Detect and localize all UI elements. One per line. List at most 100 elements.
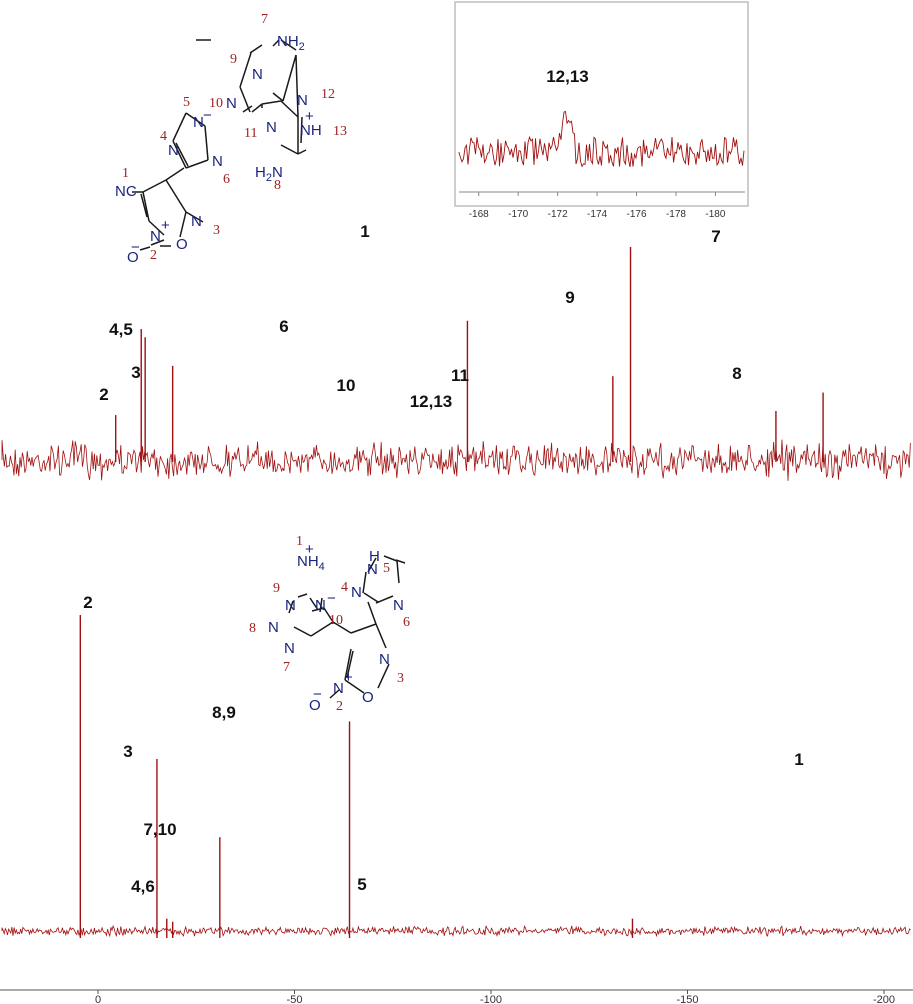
x-axis-ticks: 0-50-100-150-200-250-300-350-400 xyxy=(95,990,895,1004)
bottom-num-10: 10 xyxy=(329,613,343,628)
bottom-h-5: H xyxy=(369,548,380,565)
bottom-num-6: 6 xyxy=(403,615,410,630)
top-n-4: N xyxy=(168,142,179,159)
top-h2n-8: H2N xyxy=(255,164,283,184)
bottom-n-2: N xyxy=(333,680,344,697)
bottom-n-10-charge: − xyxy=(327,590,336,607)
top-label-11: 11 xyxy=(451,366,469,385)
inset-tick-label-4: -176 xyxy=(627,209,647,220)
bottom-o-minus-charge: − xyxy=(313,686,322,703)
bottom-nh4-1: NH4 xyxy=(297,553,325,573)
top-label-4-5: 4,5 xyxy=(109,320,133,339)
top-label-1: 1 xyxy=(360,222,369,241)
bottom-num-2: 2 xyxy=(336,699,343,714)
bottom-n-9: N xyxy=(285,597,296,614)
bottom-n-8: N xyxy=(268,619,279,636)
inset-peak-label: 12,13 xyxy=(546,67,589,86)
top-n-6: N xyxy=(212,153,223,170)
inset-panel: -168 -170 -172 -174 -176 -178 -180 12,13 xyxy=(454,1,749,220)
top-num-4: 4 xyxy=(160,129,167,144)
top-structure-bonds xyxy=(139,39,307,251)
top-spectrum-peaks xyxy=(114,247,824,462)
bottom-n-4: N xyxy=(351,584,362,601)
x-axis: 0-50-100-150-200-250-300-350-400 xyxy=(0,989,913,1004)
bottom-spectrum-baseline xyxy=(1,924,911,938)
top-num-11: 11 xyxy=(244,126,257,141)
bottom-molecule-structure: NH4 + H N N N N N − N N N O N + O − 1 5 … xyxy=(249,534,410,714)
x-axis-tick-label-1: -50 xyxy=(287,994,303,1004)
bottom-n-10: N xyxy=(315,597,326,614)
top-o-minus: O xyxy=(127,249,139,266)
top-num-3: 3 xyxy=(213,223,220,238)
top-n-5: N xyxy=(193,114,204,131)
top-num-7: 7 xyxy=(261,12,268,27)
bottom-label-8-9: 8,9 xyxy=(212,703,236,722)
top-n-12: N xyxy=(297,92,308,109)
top-n-5-charge: − xyxy=(203,107,212,124)
bottom-o-minus: O xyxy=(309,697,321,714)
top-num-8: 8 xyxy=(274,178,281,193)
top-o-ring: O xyxy=(176,236,188,253)
inset-tick-label-1: -170 xyxy=(508,209,528,220)
top-molecule-structure: NH2 N N N N NH + H2N N − N N NC N O N + … xyxy=(115,12,347,266)
x-axis-tick-label-3: -150 xyxy=(676,994,698,1004)
x-axis-tick-label-4: -200 xyxy=(873,994,895,1004)
top-label-12-13: 12,13 xyxy=(410,392,453,411)
bottom-label-5: 5 xyxy=(357,875,366,894)
bottom-num-5: 5 xyxy=(383,561,390,576)
top-nh-13-charge: + xyxy=(305,108,314,125)
top-num-5: 5 xyxy=(183,95,190,110)
top-label-8: 8 xyxy=(732,364,741,383)
top-label-7: 7 xyxy=(711,227,720,246)
bottom-num-4: 4 xyxy=(341,580,348,595)
bottom-structure-bonds xyxy=(288,555,406,699)
bottom-nh4-charge: + xyxy=(305,541,314,558)
inset-tick-label-0: -168 xyxy=(469,209,489,220)
top-label-2: 2 xyxy=(99,385,108,404)
top-peak-labels: 2 4,5 3 6 10 1 12,13 11 9 7 8 xyxy=(99,222,741,411)
top-nc-1: NC xyxy=(115,183,137,200)
top-label-10: 10 xyxy=(337,376,356,395)
top-label-6: 6 xyxy=(279,317,288,336)
top-num-10: 10 xyxy=(209,96,223,111)
bottom-label-1: 1 xyxy=(794,750,803,769)
top-num-13: 13 xyxy=(333,124,347,139)
inset-tick-label-2: -172 xyxy=(548,209,568,220)
top-n-9: N xyxy=(252,66,263,83)
bottom-peak-labels: 2 3 4,6 7,10 8,9 5 1 xyxy=(83,593,803,896)
bottom-o-ring: O xyxy=(362,689,374,706)
bottom-n-6: N xyxy=(393,597,404,614)
inset-tick-label-6: -180 xyxy=(705,209,725,220)
top-label-9: 9 xyxy=(565,288,574,307)
bottom-n-3: N xyxy=(379,651,390,668)
bottom-num-7: 7 xyxy=(283,660,290,675)
top-num-9: 9 xyxy=(230,52,237,67)
top-n-10: N xyxy=(226,95,237,112)
bottom-num-3: 3 xyxy=(397,671,404,686)
top-n-11: N xyxy=(266,119,277,136)
x-axis-tick-label-2: -100 xyxy=(480,994,502,1004)
bottom-num-9: 9 xyxy=(273,581,280,596)
top-num-12: 12 xyxy=(321,87,335,102)
bottom-num-1: 1 xyxy=(296,534,303,549)
bottom-label-2: 2 xyxy=(83,593,92,612)
bottom-n-2-charge: + xyxy=(344,669,353,686)
inset-frame xyxy=(454,1,749,207)
top-nh2-7: NH2 xyxy=(277,33,305,53)
top-label-3: 3 xyxy=(131,363,140,382)
bottom-label-7-10: 7,10 xyxy=(143,820,176,839)
top-n-2-charge: + xyxy=(161,217,170,234)
bottom-n-7: N xyxy=(284,640,295,657)
bottom-label-4-6: 4,6 xyxy=(131,877,155,896)
bottom-num-8: 8 xyxy=(249,621,256,636)
inset-tick-label-5: -178 xyxy=(666,209,686,220)
inset-spectrum xyxy=(458,110,745,168)
top-num-1: 1 xyxy=(122,166,129,181)
top-spectrum-baseline xyxy=(1,439,911,481)
bottom-n-5: N xyxy=(367,561,378,578)
top-num-2: 2 xyxy=(150,248,157,263)
top-num-6: 6 xyxy=(223,172,230,187)
inset-tick-label-3: -174 xyxy=(587,209,607,220)
top-nh-13: NH xyxy=(300,122,322,139)
